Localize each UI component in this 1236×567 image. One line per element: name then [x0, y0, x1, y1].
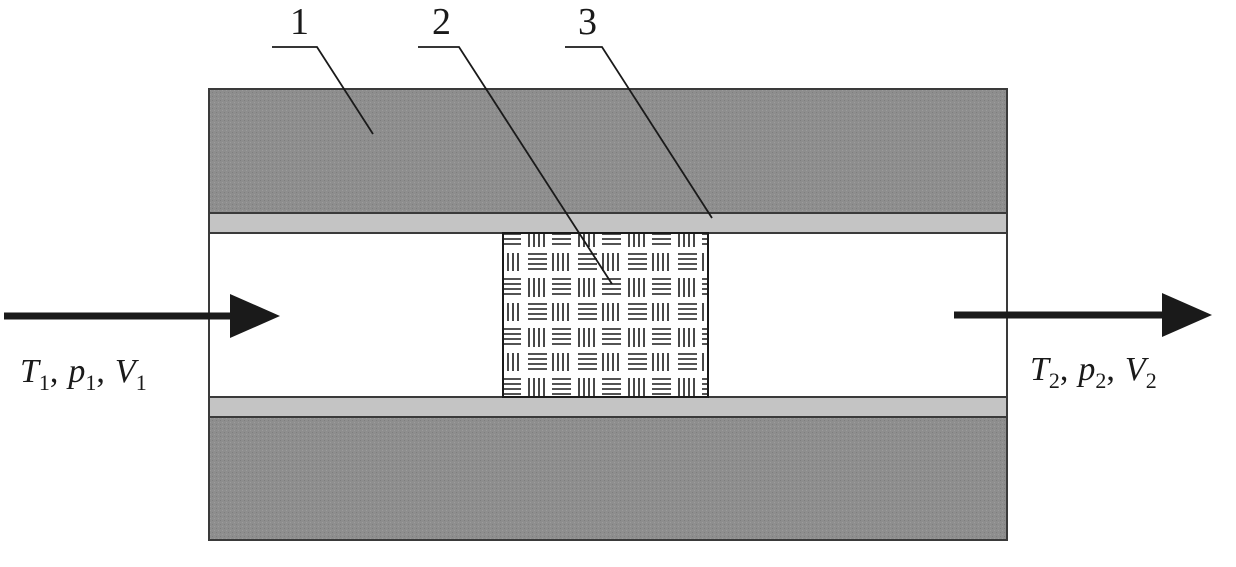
outlet-T: T [1030, 351, 1051, 388]
outlet-p: p [1076, 351, 1095, 388]
outlet-p-sub: 2 [1095, 368, 1106, 393]
inlet-state-label: T1, p1, V1 [20, 353, 147, 395]
part-label-3: 3 [578, 1, 597, 43]
svg-text:T1, p1, V1: T1, p1, V1 [20, 353, 147, 395]
lower-liner [208, 396, 1008, 418]
part-label-1: 1 [290, 1, 309, 43]
inlet-p-sub: 1 [85, 370, 96, 395]
leader-line-2 [418, 46, 613, 285]
leader-line-3 [565, 46, 713, 219]
svg-text:T2, p2, V2: T2, p2, V2 [1030, 351, 1157, 393]
outlet-V-sub: 2 [1146, 368, 1157, 393]
porous-plug [502, 232, 709, 398]
leader-line-1 [272, 46, 374, 135]
outlet-sep-2: , [1106, 351, 1115, 388]
inlet-arrow-icon [4, 294, 280, 338]
inlet-T: T [20, 353, 41, 390]
inlet-T-sub: 1 [39, 370, 50, 395]
outlet-sep-1: , [1060, 351, 1069, 388]
outlet-T-sub: 2 [1049, 368, 1060, 393]
inlet-p: p [66, 353, 85, 390]
inlet-sep-1: , [50, 353, 59, 390]
inlet-V-sub: 1 [136, 370, 147, 395]
lower-wall [208, 416, 1008, 541]
outlet-state-label: T2, p2, V2 [1030, 351, 1157, 393]
outlet-arrow-icon [954, 293, 1212, 337]
upper-wall [208, 88, 1008, 214]
part-label-2: 2 [432, 1, 451, 43]
upper-liner [208, 212, 1008, 234]
inlet-sep-2: , [96, 353, 105, 390]
